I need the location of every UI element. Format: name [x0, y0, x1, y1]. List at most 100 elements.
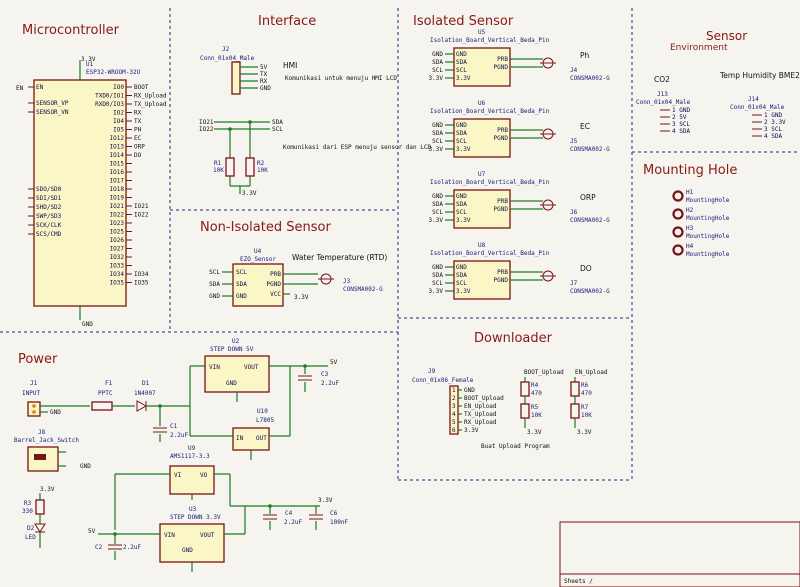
f1-value: PPTC [98, 390, 113, 397]
u10-in: IN [236, 435, 244, 442]
mcu-net-ph: PH [134, 127, 142, 134]
r2-value: 10K [257, 167, 268, 174]
c6-ref: C6 [330, 510, 338, 517]
bme-value: Conn_01x04_Male [730, 104, 785, 111]
hmi-value: Conn_01x04_Male [200, 55, 255, 62]
ezo-pin-scl: SCL [236, 269, 247, 276]
u3-body [159, 523, 225, 563]
u9-value: AMS1117-3.3 [170, 453, 210, 460]
isolation-board-do: U8Isolation_Board_Vertical_Beda_PinGNDGN… [429, 242, 610, 300]
iso-pin-3.3v: 3.3V [456, 288, 471, 295]
j8-value: Barrel_Jack_Switch [14, 437, 79, 444]
iso-pin-gnd: GND [456, 264, 467, 271]
mcu-net-orp: ORP [134, 144, 145, 151]
mcu-pin-io15: IO15 [110, 161, 125, 168]
section-dividers [0, 8, 800, 481]
j9-ref: J9 [428, 368, 436, 375]
iso-conn-ref-ec: J5 [570, 138, 578, 145]
hmi-note: Komunikasi untuk menuju HMI LCD [285, 75, 397, 82]
c1-value: 2.2uF [170, 432, 188, 439]
iso-name-do: DO [580, 264, 592, 273]
iso-name-orp: ORP [580, 193, 596, 202]
ezo-pin-sda: SDA [236, 281, 247, 288]
iso-pin-sda: SDA [456, 59, 467, 66]
iso-net-3.3v: 3.3V [429, 75, 444, 82]
j9-net-3-3v: 3.3V [464, 427, 479, 434]
u10-ref: U10 [257, 408, 268, 415]
esp32-module: U1 ESP32-WROOM-32U 3.3V GND EN ENSENSOR_… [16, 56, 167, 328]
diode-d1 [136, 400, 148, 412]
u2-vin: VIN [209, 364, 220, 371]
section-title-sensor: Sensor [706, 29, 747, 43]
iso-pin-3.3v: 3.3V [456, 146, 471, 153]
u2-body [204, 355, 270, 393]
r6-value: 470 [581, 390, 592, 397]
title-block: Sheets / [559, 521, 800, 587]
r7-supply: 3.3V [577, 429, 592, 436]
iso-conn-value-ec: CONSMA002-G [570, 146, 610, 153]
resistor-r1 [225, 157, 235, 177]
hole-ref-h1: H1 [686, 189, 694, 196]
iso-name-ec: EC [580, 122, 590, 131]
d1-value: 1N4007 [134, 390, 156, 397]
iso-net-3.3v: 3.3V [429, 217, 444, 224]
mcu-gnd-label: GND [82, 321, 93, 328]
j9-pin-number-6: 6 [452, 427, 456, 434]
mcu-net-rx-upload: RX_Upload [134, 93, 167, 100]
hole-value-h1: MountingHole [686, 197, 730, 204]
r3-ref: R3 [24, 500, 32, 507]
ezo-pin-prb: PRB [270, 271, 281, 278]
mcu-pin-io14: IO14 [110, 152, 125, 159]
co2-ref: J13 [657, 91, 668, 98]
resistor-r2 [245, 157, 255, 177]
mcu-pin-sensor-vp: SENSOR_VP [36, 100, 69, 107]
r3-value: 330 [22, 508, 33, 515]
section-subtitle-environment: Environment [670, 43, 728, 53]
bme-title: Temp Humidity BME280 [719, 71, 800, 80]
iso-conn-value-orp: CONSMA002-G [570, 217, 610, 224]
iso-pin-scl: SCL [456, 280, 467, 287]
r2-ref: R2 [257, 160, 265, 167]
u2-ref: U2 [232, 338, 240, 345]
i2c-note: Komunikasi dari ESP menuju sensor dan LC… [283, 144, 431, 151]
j9-value: Conn_01x06_Female [412, 377, 474, 384]
iso-pin-sda: SDA [456, 130, 467, 137]
iso-net-sda: SDA [432, 59, 443, 66]
mcu-pin-io25: IO25 [110, 229, 125, 236]
rtd-title-line1: Water Temperature (RTD) [292, 253, 387, 262]
mcu-pin-io33: IO33 [110, 263, 125, 270]
iso-ref-ec: U6 [478, 100, 486, 107]
mcu-net-tx-upload: TX_Upload [134, 101, 167, 108]
resistor-r3 [35, 499, 45, 515]
bme-pins-pin-1: 1 GND [764, 112, 782, 119]
iso-pin-pgnd: PGND [494, 277, 509, 284]
mcu-net-io21: IO21 [134, 203, 149, 210]
ezo-pin-gnd: GND [236, 293, 247, 300]
r7-ref: R7 [581, 404, 589, 411]
iso-value-orp: Isolation_Board_Vertical_Beda_Pin [430, 179, 550, 186]
bme280-connector: Temp Humidity BME280 J14 Conn_01x04_Male… [719, 71, 800, 140]
mcu-net-io22: IO22 [134, 212, 149, 219]
i2c-sda-label: SDA [272, 119, 283, 126]
iso-net-scl: SCL [432, 209, 443, 216]
mcu-pin-io21: IO21 [110, 203, 125, 210]
mcu-pin-io26: IO26 [110, 237, 125, 244]
ezo-pin-vcc: VCC [270, 291, 281, 298]
mounting-hole-icon [672, 244, 684, 256]
hole-ref-h4: H4 [686, 243, 694, 250]
co2-title: CO2 [654, 75, 670, 84]
u9-vo: VO [200, 472, 208, 479]
iso-body [453, 260, 511, 300]
ezo-value: EZO_Sensor [240, 256, 277, 263]
c3-value: 2.2uF [321, 380, 339, 387]
u3-vout: VOUT [200, 532, 215, 539]
r3-supply: 3.3V [40, 486, 55, 493]
co2-pins-pin-4: 4 SDA [672, 128, 690, 135]
hmi-title: HMI [283, 61, 297, 70]
iso-conn-ref-do: J7 [570, 280, 578, 287]
mcu-pin-swp-sd3: SWP/SD3 [36, 213, 62, 220]
iso-pin-gnd: GND [456, 193, 467, 200]
iso-pin-prb: PRB [497, 198, 508, 205]
